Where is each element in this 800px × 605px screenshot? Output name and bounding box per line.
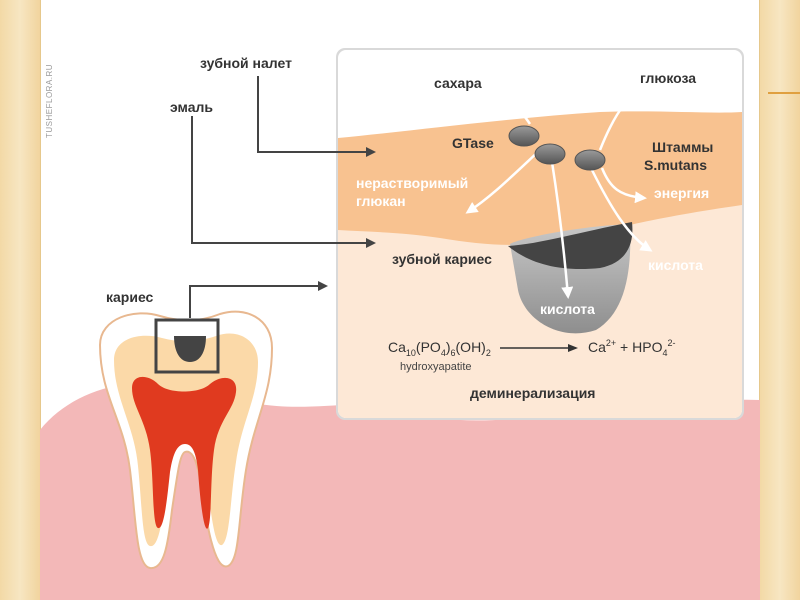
tooth-lesion xyxy=(174,336,206,362)
label-glucan-1: нерастворимый xyxy=(356,175,468,191)
svg-text:Ca2+ + HPO42-: Ca2+ + HPO42- xyxy=(588,338,676,358)
formula-hpo-sub: 4 xyxy=(662,348,667,358)
label-strains-1: Штаммы xyxy=(652,139,713,155)
formula-po4-sub4: 4 xyxy=(441,348,446,358)
formula: Ca10(PO4)6(OH)2 Ca2+ + HPO42- hydroxyapa… xyxy=(388,338,676,373)
label-glucan-2: глюкан xyxy=(356,193,406,209)
molecule-3 xyxy=(574,149,606,171)
right-decor-line xyxy=(768,92,800,94)
formula-po4-sub6: 6 xyxy=(451,348,456,358)
arrow-to-energy xyxy=(600,167,647,204)
formula-po4-open: (PO xyxy=(416,339,441,355)
pointer-caries xyxy=(189,281,328,318)
tooth xyxy=(98,310,274,570)
tooth-pulp xyxy=(132,376,237,529)
arrow-to-glucan xyxy=(465,149,541,214)
svg-text:Ca10(PO4)6(OH)2: Ca10(PO4)6(OH)2 xyxy=(388,339,491,358)
formula-oh-sub: 2 xyxy=(486,348,491,358)
caries-diagram: зубной налет эмаль кариес сахара глюкоза… xyxy=(40,48,760,600)
formula-product-ca: Ca xyxy=(588,339,606,355)
arrow-to-acid-right xyxy=(590,169,653,252)
diagram-stage: зубной налет эмаль кариес сахара глюкоза… xyxy=(40,0,760,600)
label-plaque: зубной налет xyxy=(200,55,292,71)
formula-hydroxyapatite: hydroxyapatite xyxy=(400,361,472,373)
detail-card xyxy=(336,48,744,420)
left-decor-strip xyxy=(0,0,41,600)
arrow-glucose-in xyxy=(598,80,661,151)
formula-ca-sub: 10 xyxy=(406,348,416,358)
label-acid-right: кислота xyxy=(648,257,703,273)
pointer-plaque xyxy=(257,76,376,157)
arrow-to-acid-bottom xyxy=(550,161,574,299)
formula-ca: Ca xyxy=(388,339,406,355)
right-decor-strip xyxy=(759,0,800,600)
formula-oh: (OH) xyxy=(456,339,486,355)
lesion-dark-area xyxy=(508,222,633,270)
label-energy: энергия xyxy=(654,185,709,201)
arrow-sugar-in xyxy=(489,90,532,125)
plaque-layer xyxy=(338,111,742,245)
molecule-2 xyxy=(534,143,566,165)
pointer-enamel xyxy=(191,116,376,248)
label-caries-detail: зубной кариес xyxy=(392,251,492,267)
label-gtase: GTase xyxy=(452,135,494,151)
label-demineralization: деминерализация xyxy=(470,385,595,401)
watermark: TUSHEFLORA.RU xyxy=(45,64,54,138)
molecule-1 xyxy=(508,125,540,147)
formula-product-ca-sup: 2+ xyxy=(606,338,616,348)
label-enamel: эмаль xyxy=(170,99,213,115)
label-acid-bottom: кислота xyxy=(540,301,595,317)
formula-plus-hpo: + HPO xyxy=(616,339,662,355)
label-caries-tooth: кариес xyxy=(106,289,154,305)
label-strains-2: S.mutans xyxy=(644,157,707,173)
label-glucose: глюкоза xyxy=(640,70,696,86)
formula-po4-close: ) xyxy=(446,339,451,355)
label-sugars: сахара xyxy=(434,75,482,91)
zoom-box xyxy=(154,318,220,374)
formula-hpo-sup: 2- xyxy=(667,338,675,348)
